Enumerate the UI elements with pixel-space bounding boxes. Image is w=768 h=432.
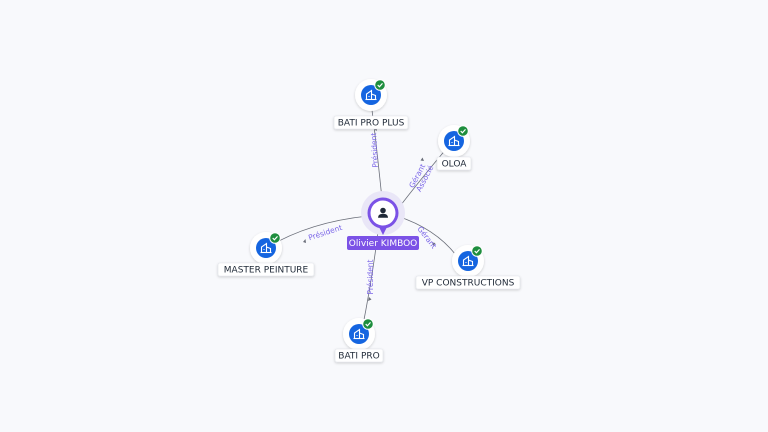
company-name-label: BATI PRO <box>334 348 384 363</box>
company-node-bati-pro[interactable]: BATI PRO <box>334 318 384 363</box>
verified-check-icon <box>362 318 374 330</box>
svg-text:MASTER PEINTURE: MASTER PEINTURE <box>224 266 309 276</box>
company-name-label: MASTER PEINTURE <box>217 262 315 277</box>
building-icon <box>260 242 272 254</box>
svg-text:OLOA: OLOA <box>442 160 468 170</box>
person-icon <box>378 207 388 218</box>
verified-check-icon <box>471 245 483 257</box>
building-icon <box>448 135 460 147</box>
company-node-bati-pro-plus[interactable]: BATI PRO PLUS <box>333 79 409 130</box>
svg-text:Olivier KIMBOO: Olivier KIMBOO <box>349 239 418 249</box>
person-name-label: Olivier KIMBOO <box>347 236 419 250</box>
edge-label: Président <box>307 223 343 242</box>
svg-text:BATI PRO: BATI PRO <box>338 352 379 362</box>
company-name-label: VP CONSTRUCTIONS <box>415 275 521 290</box>
building-icon <box>353 328 365 340</box>
edge-label: Président <box>366 259 375 294</box>
svg-text:VP CONSTRUCTIONS: VP CONSTRUCTIONS <box>422 279 515 289</box>
edge-label: Président <box>369 132 380 167</box>
verified-check-icon <box>269 232 281 244</box>
company-node-vp-constructions[interactable]: VP CONSTRUCTIONS <box>415 245 521 290</box>
verified-check-icon <box>457 125 469 137</box>
company-node-master-peinture[interactable]: MASTER PEINTURE <box>217 232 315 277</box>
building-icon <box>462 255 474 267</box>
verified-check-icon <box>374 79 386 91</box>
svg-text:BATI PRO PLUS: BATI PRO PLUS <box>338 119 405 129</box>
person-node[interactable]: Olivier KIMBOO <box>347 191 419 250</box>
company-name-label: BATI PRO PLUS <box>333 115 409 130</box>
company-node-oloa[interactable]: OLOA <box>436 125 472 171</box>
building-icon <box>365 89 377 101</box>
company-name-label: OLOA <box>436 156 472 171</box>
edge-label: Gérant Associé <box>407 160 436 193</box>
